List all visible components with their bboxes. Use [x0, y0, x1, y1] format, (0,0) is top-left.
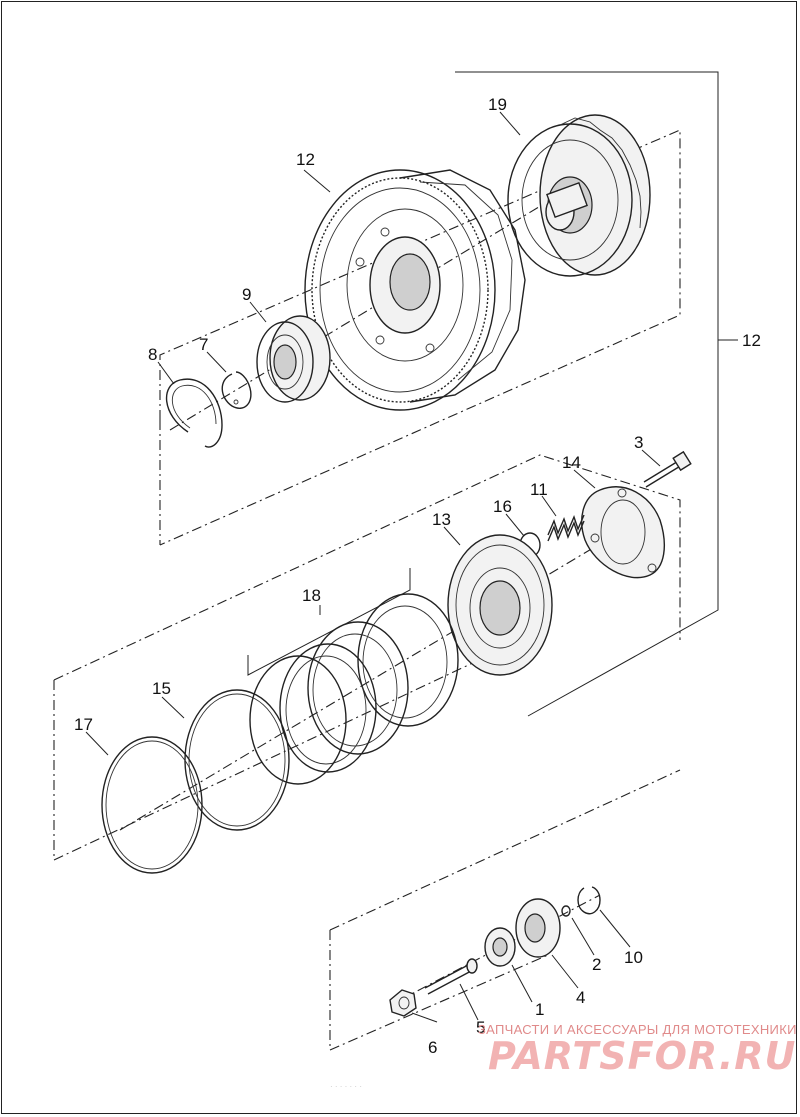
callout-1: 1	[535, 1000, 544, 1019]
part-9-bearing	[256, 315, 331, 403]
footer-text: · · · · · · ·	[330, 1082, 362, 1091]
callout-9: 9	[242, 285, 251, 304]
part-6-nut	[389, 989, 417, 1017]
callout-4: 4	[576, 988, 585, 1007]
callout-12-right: 12	[742, 331, 761, 350]
group-12-bracket	[455, 71, 738, 717]
axis-lower	[399, 894, 601, 1001]
part-3-bolt	[643, 450, 692, 488]
watermark-logo: PARTSFOR.RU	[488, 1034, 797, 1078]
part-14-plate	[581, 486, 665, 579]
assembly-outline-middle	[53, 454, 681, 861]
leader-lines	[85, 111, 661, 1023]
part-13-pressure-plate	[447, 534, 553, 676]
assembly-outline-lower	[329, 769, 681, 1051]
callout-10: 10	[624, 948, 643, 967]
callout-5: 5	[476, 1018, 485, 1037]
part-10-snap-ring	[577, 886, 601, 915]
part-7-retaining-ring	[221, 371, 252, 409]
callout-13: 13	[432, 510, 451, 529]
part-5-pushrod	[424, 958, 478, 995]
callout-3: 3	[634, 433, 643, 452]
callout-16: 16	[493, 497, 512, 516]
callout-12-top: 12	[296, 150, 315, 169]
part-19-clutch-hub	[507, 114, 651, 277]
callout-8: 8	[148, 345, 157, 364]
callout-19: 19	[488, 95, 507, 114]
callout-17: 17	[74, 715, 93, 734]
part-12-clutch-shell	[304, 169, 526, 411]
part-8-retaining-ring	[165, 378, 223, 448]
part-15-o-ring	[184, 689, 290, 831]
callout-15: 15	[152, 679, 171, 698]
part-4-adjuster	[515, 898, 561, 958]
callout-14: 14	[562, 453, 581, 472]
callout-11: 11	[530, 480, 548, 499]
part-17-o-ring	[101, 736, 203, 874]
watermark-caption: ЗАПЧАСТИ И АКСЕССУАРЫ ДЛЯ МОТОТЕХНИКИ	[478, 1022, 797, 1037]
part-1-bearing	[484, 927, 516, 967]
assembly-outline-upper	[159, 129, 681, 546]
part-18-clutch-pack	[247, 568, 459, 785]
callout-7: 7	[199, 335, 208, 354]
callout-labels: 12 19 12 9 7 8 3 14 11 16 13 18 15 17 6 …	[74, 95, 761, 1057]
axis-upper	[169, 169, 601, 431]
callout-6: 6	[428, 1038, 437, 1057]
part-2-washer	[561, 905, 571, 917]
axis-middle	[119, 519, 641, 831]
part-11-spring	[547, 514, 585, 542]
callout-18: 18	[302, 586, 321, 605]
callout-2: 2	[592, 955, 601, 974]
